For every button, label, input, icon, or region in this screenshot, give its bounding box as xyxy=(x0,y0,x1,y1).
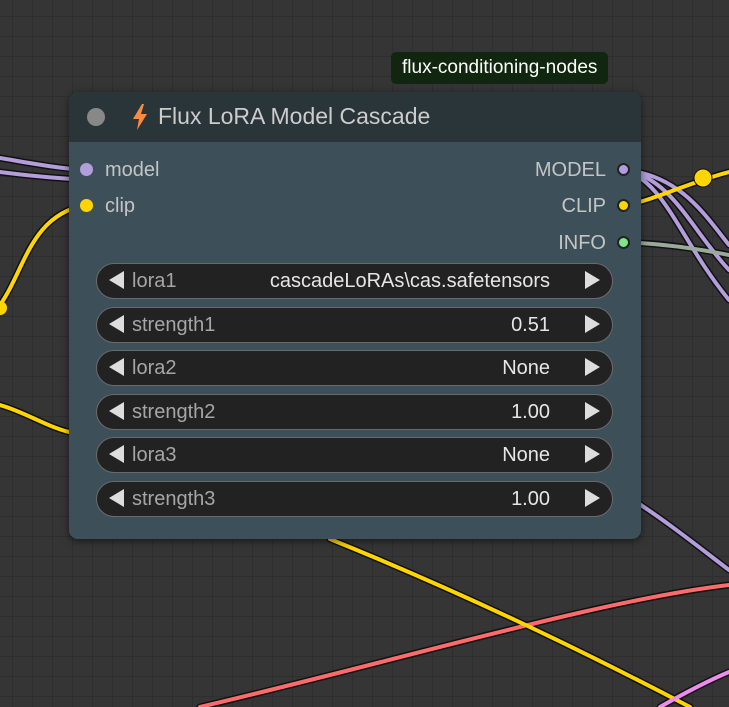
widget-label: lora3 xyxy=(132,444,177,466)
decrement-arrow-icon[interactable] xyxy=(109,402,124,420)
widget-value[interactable]: 0.51 xyxy=(511,314,550,336)
node-title: Flux LoRA Model Cascade xyxy=(158,103,431,129)
node-header[interactable]: Flux LoRA Model Cascade xyxy=(69,92,641,142)
increment-arrow-icon[interactable] xyxy=(585,445,600,463)
widget-value[interactable]: 1.00 xyxy=(511,401,550,423)
flux-lora-cascade-node[interactable]: Flux LoRA Model Cascade model clip MODEL… xyxy=(69,92,641,539)
decrement-arrow-icon[interactable] xyxy=(109,358,124,376)
increment-arrow-icon[interactable] xyxy=(585,402,600,420)
output-slot-info-label: INFO xyxy=(558,232,606,254)
input-slot-clip-dot[interactable] xyxy=(80,199,93,212)
decrement-arrow-icon[interactable] xyxy=(109,271,124,289)
output-slot-model-label: MODEL xyxy=(534,159,606,181)
node-source-badge: flux-conditioning-nodes xyxy=(391,52,609,84)
increment-arrow-icon[interactable] xyxy=(585,489,600,507)
widget-label: lora2 xyxy=(132,357,177,379)
widget-lora3[interactable]: lora3 None xyxy=(96,437,613,473)
reroute-dot[interactable] xyxy=(693,168,713,188)
lightning-bolt-icon xyxy=(133,104,147,130)
reroute-dot-edge[interactable] xyxy=(0,301,7,315)
increment-arrow-icon[interactable] xyxy=(585,315,600,333)
widget-label: lora1 xyxy=(132,270,177,292)
output-slot-clip-label: CLIP xyxy=(561,195,606,217)
widget-lora1[interactable]: lora1 cascadeLoRAs\cas.safetensors xyxy=(96,263,613,299)
increment-arrow-icon[interactable] xyxy=(585,271,600,289)
widget-value[interactable]: 1.00 xyxy=(511,488,550,510)
decrement-arrow-icon[interactable] xyxy=(109,489,124,507)
output-slot-clip-dot[interactable] xyxy=(617,199,630,212)
output-slot-info-dot[interactable] xyxy=(617,236,630,249)
input-slot-clip-label: clip xyxy=(105,195,136,217)
input-slot-model-label: model xyxy=(105,159,160,181)
widget-label: strength1 xyxy=(132,314,216,336)
widget-lora2[interactable]: lora2 None xyxy=(96,350,613,386)
widget-strength1[interactable]: strength1 0.51 xyxy=(96,307,613,343)
widget-value[interactable]: None xyxy=(502,357,550,379)
widget-value[interactable]: None xyxy=(502,444,550,466)
input-slot-model-dot[interactable] xyxy=(80,163,93,176)
widget-label: strength3 xyxy=(132,488,216,510)
collapse-toggle-icon[interactable] xyxy=(87,108,105,126)
decrement-arrow-icon[interactable] xyxy=(109,445,124,463)
widget-value[interactable]: cascadeLoRAs\cas.safetensors xyxy=(269,270,550,292)
widget-label: strength2 xyxy=(132,401,216,423)
decrement-arrow-icon[interactable] xyxy=(109,315,124,333)
wire-clip-bottom xyxy=(326,535,694,707)
widget-strength2[interactable]: strength2 1.00 xyxy=(96,394,613,430)
widget-strength3[interactable]: strength3 1.00 xyxy=(96,481,613,517)
increment-arrow-icon[interactable] xyxy=(585,358,600,376)
output-slot-model-dot[interactable] xyxy=(617,163,630,176)
